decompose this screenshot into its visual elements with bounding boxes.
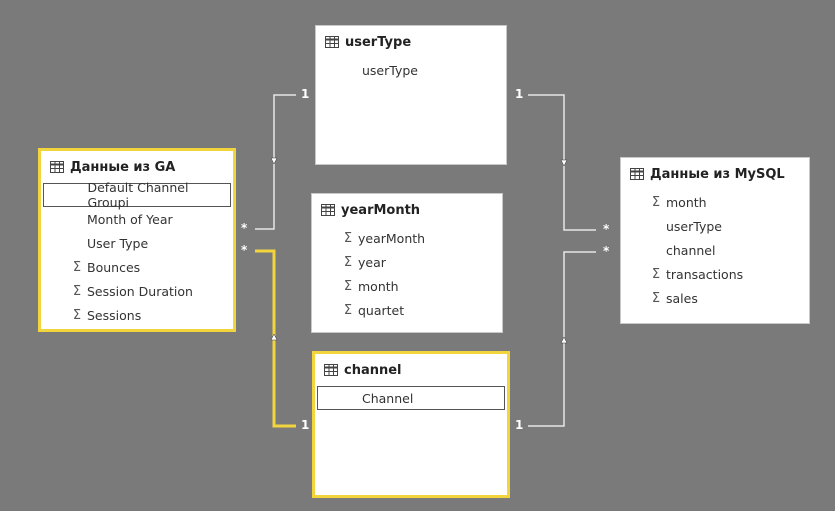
- cardinality-one: 1: [515, 418, 524, 432]
- field-label: yearMonth: [358, 230, 426, 246]
- field-row[interactable]: Default Channel Groupi: [43, 180, 231, 210]
- table-ga[interactable]: Данные из GA Default Channel Groupi Mont…: [38, 148, 236, 332]
- field-row[interactable]: Σ Bounces: [41, 255, 233, 279]
- filter-direction-arrow: [270, 333, 278, 341]
- sigma-icon: Σ: [72, 259, 82, 275]
- field-row[interactable]: userType: [316, 58, 506, 82]
- sigma-icon: Σ: [343, 302, 353, 318]
- table-title: yearMonth: [341, 202, 421, 218]
- field-label: User Type: [87, 235, 149, 251]
- field-label: sales: [666, 290, 698, 306]
- sigma-icon: Σ: [72, 307, 82, 323]
- relationship-ga-usertype[interactable]: [255, 94, 296, 230]
- sigma-icon: Σ: [651, 290, 661, 306]
- cardinality-one: 1: [301, 87, 310, 101]
- field-row[interactable]: Σ Session Duration: [41, 279, 233, 303]
- field-label: userType: [666, 218, 722, 234]
- filter-direction-arrow: [270, 157, 278, 165]
- field-row[interactable]: userType: [621, 214, 809, 238]
- sigma-icon: Σ: [343, 278, 353, 294]
- cardinality-one: 1: [301, 418, 310, 432]
- sigma-icon: Σ: [72, 283, 82, 299]
- relationship-channel-mysql[interactable]: [528, 251, 596, 427]
- table-grid-icon: [325, 36, 339, 48]
- table-header[interactable]: yearMonth: [312, 194, 502, 226]
- field-row[interactable]: Σ Sessions: [41, 303, 233, 327]
- field-label: Session Duration: [87, 283, 193, 299]
- sigma-icon: Σ: [651, 194, 661, 210]
- field-row[interactable]: Month of Year: [41, 207, 233, 231]
- field-label: Month of Year: [87, 211, 173, 227]
- field-label: year: [358, 254, 386, 270]
- table-channel[interactable]: channel Channel: [312, 351, 510, 498]
- field-label: Default Channel Groupi: [87, 180, 189, 210]
- field-label: Bounces: [87, 259, 141, 275]
- table-title: channel: [344, 362, 402, 378]
- cardinality-many: *: [603, 222, 610, 236]
- cardinality-one: 1: [515, 87, 524, 101]
- field-label: month: [358, 278, 399, 294]
- field-row[interactable]: channel: [621, 238, 809, 262]
- filter-direction-arrow: [560, 336, 568, 344]
- table-header[interactable]: userType: [316, 26, 506, 58]
- table-grid-icon: [321, 204, 335, 216]
- field-label: channel: [666, 242, 716, 258]
- cardinality-many: *: [241, 221, 248, 235]
- table-grid-icon: [324, 364, 338, 376]
- table-title: userType: [345, 34, 412, 50]
- field-label: month: [666, 194, 707, 210]
- sigma-icon: Σ: [651, 266, 661, 282]
- field-label: Channel: [362, 390, 414, 406]
- table-usertype[interactable]: userType userType: [315, 25, 507, 165]
- table-header[interactable]: channel: [315, 354, 507, 386]
- table-header[interactable]: Данные из GA: [41, 151, 233, 183]
- sigma-icon: Σ: [343, 254, 353, 270]
- table-title: Данные из GA: [70, 159, 176, 175]
- sigma-icon: Σ: [343, 230, 353, 246]
- cardinality-many: *: [241, 243, 248, 257]
- field-label: transactions: [666, 266, 744, 282]
- field-row[interactable]: User Type: [41, 231, 233, 255]
- field-row[interactable]: Channel: [317, 386, 505, 410]
- field-label: userType: [362, 62, 418, 78]
- table-grid-icon: [50, 161, 64, 173]
- cardinality-many: *: [603, 244, 610, 258]
- field-label: quartet: [358, 302, 405, 318]
- table-header[interactable]: Данные из MySQL: [621, 158, 809, 190]
- field-label: Sessions: [87, 307, 142, 323]
- table-title: Данные из MySQL: [650, 166, 785, 182]
- table-grid-icon: [630, 168, 644, 180]
- filter-direction-arrow: [560, 159, 568, 167]
